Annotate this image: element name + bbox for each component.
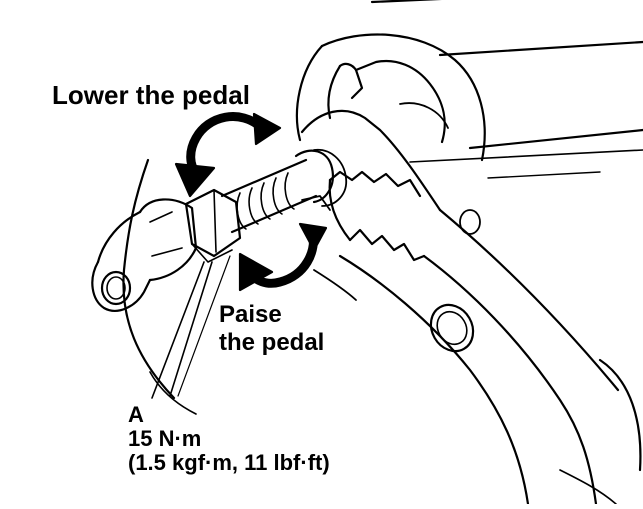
torque-spec-alt: (1.5 kgf·m, 11 lbf·ft) [128, 450, 330, 475]
pivot-bracket [295, 33, 486, 162]
lower-pedal-arrow-icon [174, 112, 282, 198]
background-structure [370, 0, 643, 179]
lower-pedal-label: Lower the pedal [52, 80, 250, 110]
torque-spec-si: 15 N·m [128, 426, 202, 451]
raise-pedal-arrow-icon [238, 222, 328, 292]
raise-pedal-label-line1: Paise [219, 301, 282, 328]
clevis [91, 198, 198, 312]
raise-pedal-label-line2: the pedal [219, 329, 325, 356]
pushrod [220, 148, 348, 234]
pliers [300, 109, 642, 506]
leader-lines [151, 255, 231, 399]
part-a-callout: A [128, 402, 144, 427]
locknut-a [184, 188, 242, 263]
